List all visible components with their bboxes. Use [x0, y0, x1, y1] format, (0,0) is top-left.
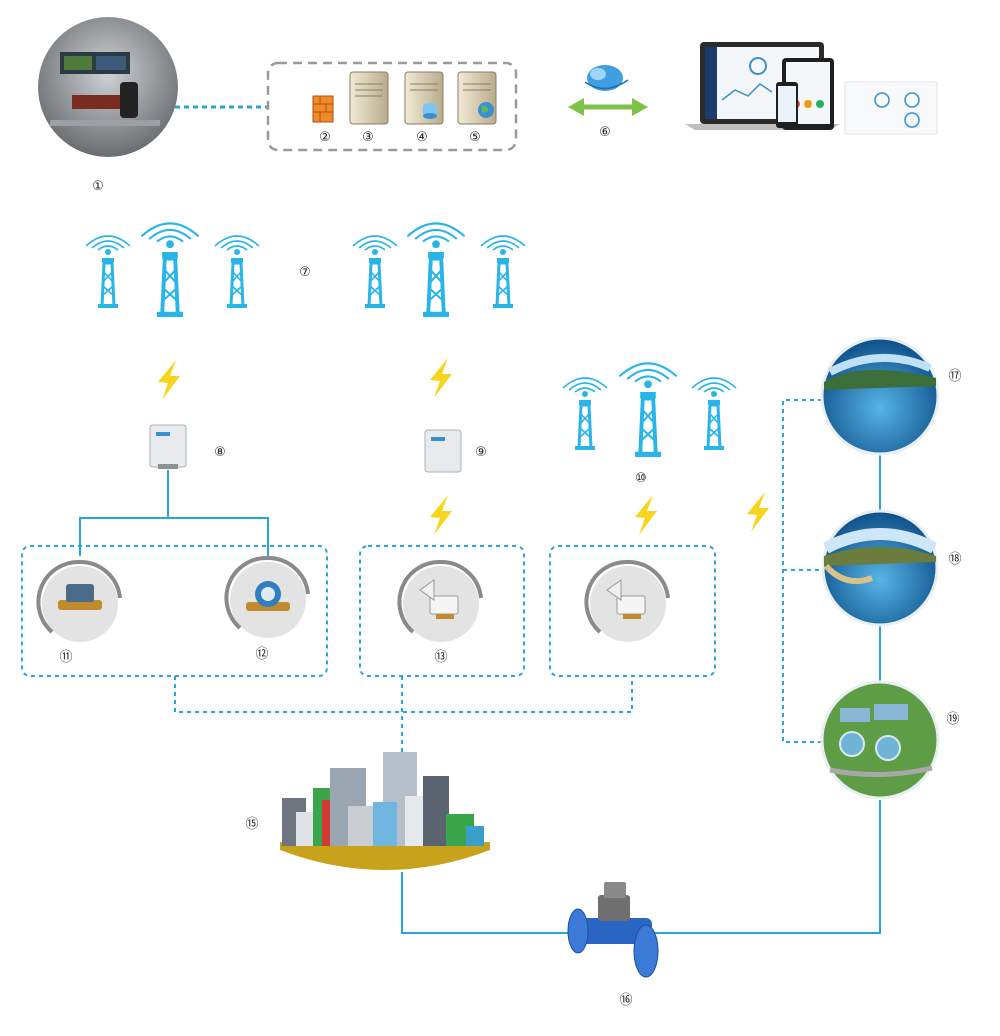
water-meter-icon — [36, 559, 122, 642]
tower-group-right — [561, 361, 738, 459]
label-11: ⑪ — [59, 650, 72, 665]
tower-group-middle — [351, 221, 527, 319]
devices-icon — [685, 42, 938, 135]
city-icon — [280, 752, 490, 870]
label-16: ⑯ — [619, 993, 632, 1008]
lightning-icon — [747, 492, 769, 532]
signal-tower-icon — [617, 361, 679, 459]
signal-tower-icon — [351, 234, 399, 310]
link-meter-groups — [174, 676, 633, 713]
water-plant-photo — [820, 680, 940, 800]
signal-tower-icon — [479, 234, 527, 310]
label-10: ⑩ — [635, 471, 647, 486]
gateway-box-icon — [149, 424, 187, 469]
label-18: ⑱ — [948, 552, 961, 567]
lake-photo — [821, 509, 939, 627]
label-6: ⑥ — [599, 125, 611, 140]
label-13: ⑬ — [434, 650, 447, 665]
label-15: ⑮ — [245, 817, 258, 832]
link-gateway8-meter12 — [168, 517, 269, 556]
label-19: ⑲ — [946, 712, 959, 727]
signal-tower-icon — [84, 234, 132, 310]
bidirectional-arrow — [568, 98, 648, 116]
label-7: ⑦ — [299, 265, 311, 280]
link-city-flowmeter — [401, 872, 572, 934]
web-server-icon — [457, 71, 497, 125]
lightning-icon — [158, 360, 180, 400]
tower-group-left — [84, 221, 261, 319]
link-gateway8-meter11 — [79, 470, 169, 556]
lightning-icon — [430, 358, 452, 398]
signal-tower-icon — [690, 376, 738, 452]
cloud-icon — [584, 65, 629, 91]
label-12: ⑫ — [255, 647, 268, 662]
database-server-icon — [404, 71, 444, 125]
lightning-icon — [635, 495, 657, 535]
lightning-icon — [430, 495, 452, 535]
link-plant-flowmeter — [652, 800, 881, 934]
server-icon — [349, 71, 389, 125]
firewall-icon — [312, 95, 334, 123]
label-4: ④ — [416, 130, 428, 145]
label-2: ② — [319, 130, 331, 145]
control-room-photo — [38, 17, 178, 157]
label-8: ⑧ — [214, 445, 226, 460]
label-17: ⑰ — [948, 369, 961, 384]
links — [79, 105, 881, 934]
flow-meter-icon — [567, 882, 659, 978]
gateway-box-icon — [424, 429, 462, 473]
label-3: ③ — [362, 130, 374, 145]
meter-group-3 — [549, 545, 716, 677]
server-cluster-frame — [266, 61, 518, 152]
signal-tower-icon — [213, 234, 261, 310]
reservoir-photo — [820, 336, 940, 456]
water-meter-icon — [397, 559, 483, 642]
meter-group-1 — [21, 545, 328, 677]
signal-tower-icon — [139, 221, 201, 319]
signal-tower-icon — [405, 221, 467, 319]
meter-group-2 — [359, 545, 525, 677]
water-meter-icon — [224, 555, 310, 638]
signal-tower-icon — [561, 376, 609, 452]
label-9: ⑨ — [475, 445, 487, 460]
water-meter-icon — [584, 559, 670, 642]
label-1: ① — [92, 179, 104, 194]
label-5: ⑤ — [469, 130, 481, 145]
